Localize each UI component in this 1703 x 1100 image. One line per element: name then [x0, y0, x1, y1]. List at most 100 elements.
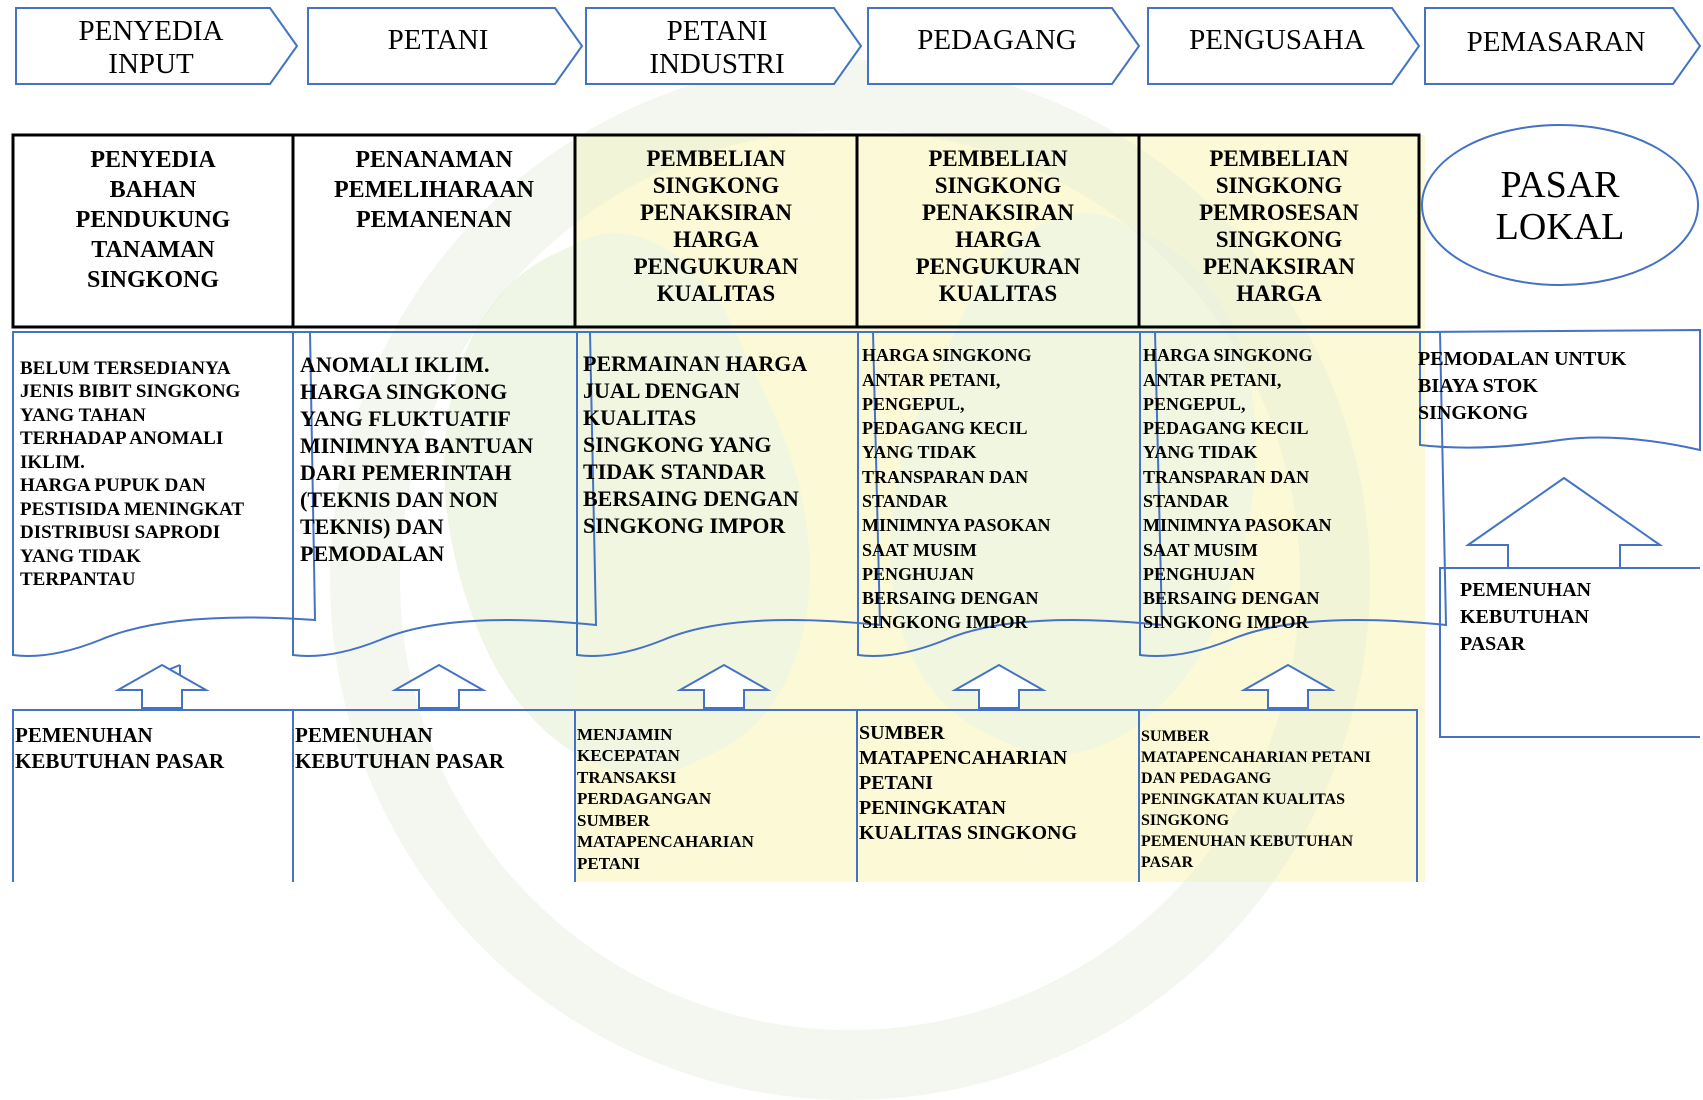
header-penyedia-input: PENYEDIA INPUT [16, 10, 286, 86]
header-line: INPUT [108, 48, 194, 80]
activity-line: HARGA [673, 227, 759, 252]
problem-line: TERHADAP ANOMALI [20, 428, 224, 449]
activity-line: KUALITAS [938, 281, 1058, 306]
problem-line: PENGHUJAN [1143, 563, 1255, 584]
benefit-line: PETANI [859, 771, 934, 794]
problem-line: MINIMNYA PASOKAN [862, 515, 1051, 536]
problem-line: YANG TIDAK [862, 442, 977, 463]
activity-line: PEMBELIAN [928, 146, 1068, 171]
benefit-line: SINGKONG [1141, 811, 1230, 829]
benefit-line: DAN PEDAGANG [1141, 769, 1272, 787]
up-arrow-shape-market [1464, 476, 1664, 569]
activity-line: PEMBELIAN [1209, 146, 1349, 171]
problem-line: YANG TIDAK [20, 545, 141, 567]
activity-line: KUALITAS [656, 281, 776, 306]
problem-line: BELUM TERSEDIANYA [20, 357, 231, 379]
problem-line: BERSAING DENGAN [862, 588, 1039, 609]
problem-line: JUAL DENGAN [583, 377, 741, 403]
problem-line: BIAYA STOK [1418, 375, 1538, 397]
problem-penyedia-input: BELUM TERSEDIANYA JENIS BIBIT SINGKONG Y… [20, 344, 300, 604]
activity-line: HARGA [955, 227, 1041, 252]
problem-line: PESTISIDA MENINGKAT [20, 498, 245, 520]
problem-line: SINGKONG [1418, 402, 1529, 424]
header-line: PEDAGANG [917, 23, 1077, 56]
up-arrow-shape [951, 663, 1047, 709]
activity-line: PEMROSESAN [1199, 200, 1359, 225]
activity-line: PENAKSIRAN [639, 200, 793, 225]
benefit-line: PETANI [577, 853, 640, 873]
problem-line: PEMODALAN [300, 541, 445, 566]
header-petani: PETANI [308, 10, 568, 70]
problem-line: ANTAR PETANI, [1143, 369, 1282, 390]
problem-line: STANDAR [862, 491, 948, 511]
problem-line: TRANSPARAN DAN [862, 466, 1029, 487]
activity-line: BAHAN [109, 177, 197, 203]
activity-pedagang: PEMBELIAN SINGKONG PENAKSIRAN HARGA PENG… [859, 145, 1137, 315]
problem-doc-shape [292, 331, 598, 657]
problem-line: BERSAING DENGAN [583, 485, 799, 511]
benefit-line: SUMBER [577, 810, 650, 830]
header-petani-industri: PETANI INDUSTRI [586, 10, 848, 86]
activity-line: SINGKONG [1215, 173, 1343, 198]
problem-line: DARI PEMERINTAH [300, 460, 512, 485]
problem-line: YANG TAHAN [20, 404, 146, 426]
header-line: INDUSTRI [649, 48, 785, 80]
header-pemasaran: PEMASARAN [1425, 10, 1687, 74]
problem-line: HARGA SINGKONG [300, 379, 508, 404]
problem-line: SAAT MUSIM [862, 539, 977, 560]
benefit-line: PEMENUHAN [1460, 578, 1592, 601]
problem-line: PEDAGANG KECIL [1143, 418, 1309, 439]
benefit-line: MATAPENCAHARIAN [859, 746, 1068, 769]
activity-petani: PENANAMAN PEMELIHARAAN PEMANENAN [295, 145, 573, 245]
up-arrow-shape [1240, 663, 1336, 709]
benefit-line: PENINGKATAN [859, 796, 1007, 819]
market-ellipse [1421, 124, 1699, 286]
benefit-line: KEBUTUHAN [1460, 605, 1589, 628]
activity-row-frame [11, 133, 1421, 329]
market-label: PASAR LOKAL [1450, 158, 1670, 254]
benefit-petani: PEMENUHAN KEBUTUHAN PASAR [295, 718, 573, 778]
activity-line: HARGA [1236, 281, 1322, 306]
problem-line: IKLIM. [20, 451, 85, 473]
problem-line: TRANSPARAN DAN [1143, 466, 1310, 487]
activity-petani-industri: PEMBELIAN SINGKONG PENAKSIRAN HARGA PENG… [577, 145, 855, 315]
problem-pengusaha: HARGA SINGKONG ANTAR PETANI, PENGEPUL, P… [1143, 344, 1429, 634]
activity-line: SINGKONG [652, 173, 780, 198]
activity-line: PEMELIHARAAN [333, 177, 534, 203]
activity-line: SINGKONG [86, 267, 220, 293]
header-line: PETANI [387, 23, 489, 56]
header-pedagang: PEDAGANG [868, 10, 1126, 70]
benefit-row-frame [12, 709, 1418, 882]
problem-line: SINGKONG YANG [583, 431, 772, 457]
problem-line: BERSAING DENGAN [1143, 588, 1320, 609]
activity-line: PENYEDIA [90, 147, 216, 173]
problem-line: PERMAINAN HARGA [583, 350, 808, 376]
diagram-lines [11, 7, 1702, 882]
up-arrow-shape [391, 663, 487, 709]
header-line: PEMASARAN [1466, 25, 1646, 58]
problem-line: MINIMNYA BANTUAN [300, 433, 534, 458]
benefit-line: KECEPATAN [577, 746, 680, 766]
activity-line: PEMANENAN [356, 207, 512, 233]
benefit-line: PERDAGANGAN [577, 789, 712, 809]
problem-line: ANTAR PETANI, [862, 369, 1001, 390]
benefit-pengusaha: SUMBER MATAPENCAHARIAN PETANI DAN PEDAGA… [1141, 718, 1417, 880]
header-arrow-shape [867, 7, 1141, 85]
benefit-line: SUMBER [1141, 727, 1210, 745]
benefit-line: PENINGKATAN KUALITAS [1141, 790, 1346, 808]
benefit-penyedia-input: PEMENUHAN KEBUTUHAN PASAR [15, 718, 291, 778]
problem-pemasaran: PEMODALAN UNTUK BIAYA STOK SINGKONG [1418, 344, 1703, 429]
benefit-line: SUMBER [859, 721, 945, 744]
benefit-line: PEMENUHAN KEBUTUHAN [1141, 832, 1354, 850]
problem-line: PENGEPUL, [1143, 393, 1246, 414]
activity-pengusaha: PEMBELIAN SINGKONG PEMROSESAN SINGKONG P… [1141, 145, 1417, 315]
header-arrow-shape [1147, 7, 1421, 85]
up-arrow-shape [676, 663, 772, 709]
header-pengusaha: PENGUSAHA [1148, 10, 1406, 70]
benefit-line: MATAPENCAHARIAN PETANI [1141, 748, 1371, 766]
activity-line: PENANAMAN [355, 147, 513, 173]
benefit-line: PEMENUHAN [15, 723, 153, 747]
benefit-line: KEBUTUHAN PASAR [295, 749, 505, 773]
benefit-line: MENJAMIN [577, 724, 673, 744]
market-line: LOKAL [1495, 206, 1625, 248]
